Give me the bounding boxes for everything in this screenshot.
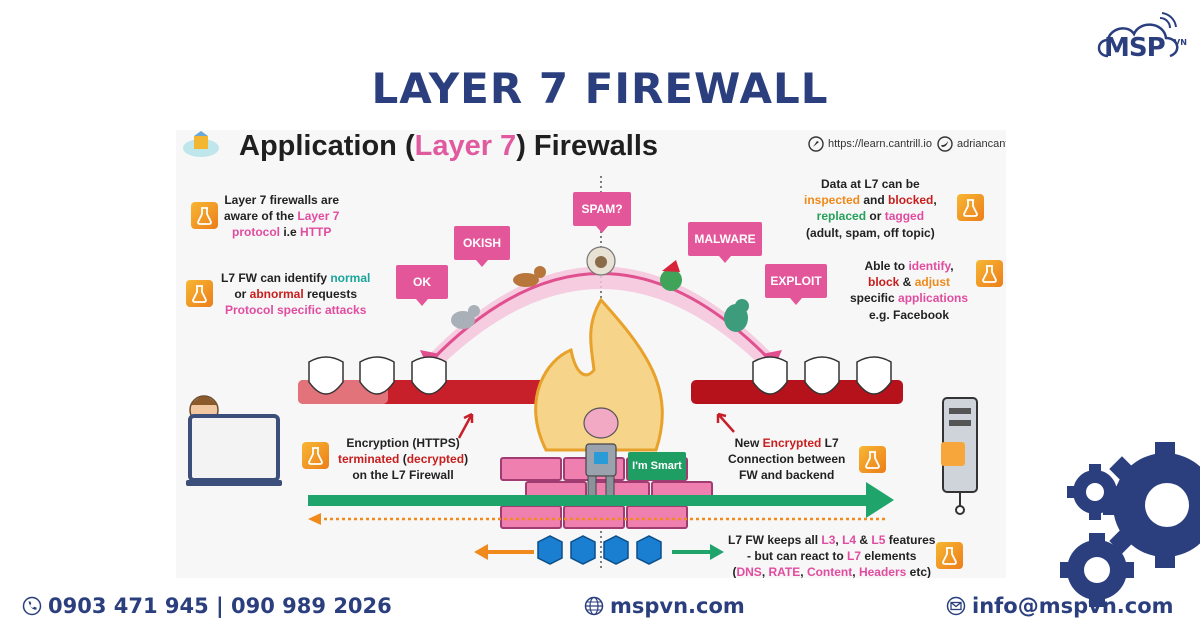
flask-icon: [859, 446, 886, 473]
twitter-icon: [937, 136, 953, 152]
tag-malware: MALWARE: [688, 222, 762, 263]
green-flow-arrow: [308, 495, 868, 506]
msp-logo-text: MSP: [1104, 33, 1166, 63]
dog-icon: [513, 266, 546, 287]
note-l7-aware: Layer 7 firewalls are aware of the Layer…: [224, 193, 340, 240]
note-encryption-terminated: Encryption (HTTPS) terminated (decrypted…: [338, 436, 469, 483]
tag-ok: OK: [396, 265, 448, 306]
grinch-icon: [660, 260, 682, 291]
phone-icon: [22, 596, 42, 616]
traffic-arc: [426, 266, 776, 366]
cloud-icon: [183, 131, 219, 157]
anonymous-mask-icon: [308, 356, 892, 395]
course-link[interactable]: https://learn.cantrill.io: [828, 138, 932, 150]
diagram-title: Application (Layer 7) Firewalls: [239, 130, 659, 162]
note-new-encrypted: New Encrypted L7 Connection between FW a…: [728, 436, 846, 483]
tag-exploit: EXPLOIT: [765, 264, 827, 305]
globe-icon: [584, 596, 604, 616]
sheep-icon: [586, 246, 616, 276]
diagram-panel: Application (Layer 7) Firewalls https://…: [176, 130, 1006, 578]
banner-title: LAYER 7 FIREWALL: [371, 64, 829, 113]
red-bar-right: [691, 380, 903, 404]
server-icon: [941, 397, 978, 515]
msp-logo-sub: VN: [1174, 38, 1187, 47]
flask-icon: [936, 542, 963, 569]
robot-icon: [583, 407, 619, 499]
msp-logo-cloud-icon: [1097, 12, 1179, 58]
user-laptop-icon: [186, 395, 282, 486]
red-pointer-right: [716, 412, 735, 433]
note-identify-requests: L7 FW can identify normal or abnormal re…: [221, 271, 371, 318]
im-smart-badge: I'm Smart: [628, 452, 686, 480]
flask-icon: [191, 202, 218, 229]
email-icon: [946, 596, 966, 616]
twitter-handle: adriancant: [957, 138, 1006, 150]
tag-spam: SPAM?: [573, 192, 631, 233]
flask-icon: [957, 194, 984, 221]
phone-numbers: 0903 471 945 | 090 989 2026: [48, 594, 392, 618]
note-inspect-data: Data at L7 can be inspected and blocked,…: [804, 177, 937, 240]
email-address: info@mspvn.com: [972, 594, 1174, 618]
footer-phone[interactable]: 0903 471 945 | 090 989 2026: [22, 594, 392, 618]
compass-icon: [808, 136, 824, 152]
website-url: mspvn.com: [610, 594, 745, 618]
cat-icon: [451, 305, 480, 329]
note-identify-apps: Able to identify, block & adjust specifi…: [850, 259, 969, 322]
flame-icon: [534, 297, 664, 452]
gears-icon: [1060, 442, 1200, 607]
flask-icon: [186, 280, 213, 307]
flask-icon: [302, 442, 329, 469]
footer-website[interactable]: mspvn.com: [584, 594, 745, 618]
red-pointer-left: [457, 412, 474, 439]
diagram-graphics: [183, 131, 978, 570]
footer-email[interactable]: info@mspvn.com: [946, 594, 1174, 618]
flask-icon: [976, 260, 1003, 287]
blue-cubes: [537, 535, 662, 565]
dinosaur-icon: [724, 299, 749, 332]
tag-okish: OKISH: [454, 226, 510, 267]
note-l7-keeps-features: L7 FW keeps all L3, L4 & L5 features - b…: [728, 533, 936, 578]
